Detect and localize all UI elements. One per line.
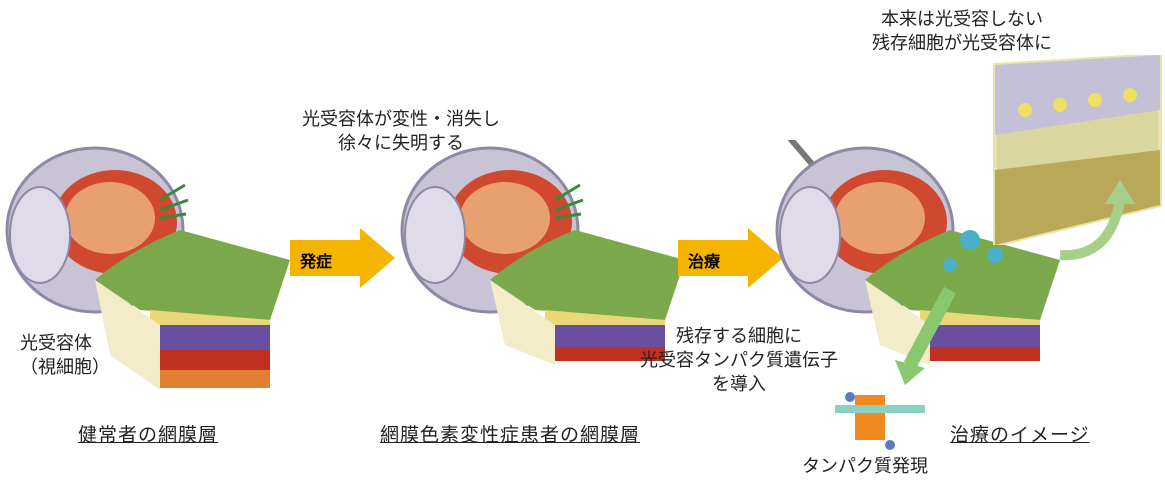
treatment-arrow — [678, 228, 783, 288]
treatment-caption: 治療のイメージ — [950, 424, 1090, 446]
onset-arrow — [290, 228, 395, 288]
photoreceptor-label-line1: 光受容体 — [20, 333, 92, 354]
rp-retina-caption: 網膜色素変性症患者の網膜層 — [380, 424, 641, 446]
photoreceptor-label-line2: （視細胞） — [20, 357, 110, 378]
gene-transfer-note: 残存する細胞に 光受容タンパク質遺伝子 を導入 — [640, 325, 838, 397]
healthy-eye-illustration — [0, 140, 290, 410]
inset-note-line2: 残存細胞が光受容体に — [872, 33, 1052, 54]
degeneration-note: 光受容体が変性・消失し 徐々に失明する — [302, 108, 500, 156]
gene-note-line2: 光受容タンパク質遺伝子 — [640, 350, 838, 371]
gene-note-line3: を導入 — [712, 374, 766, 395]
treatment-eye-illustration — [770, 140, 1060, 410]
protein-icon — [835, 392, 925, 450]
protein-expression-label: タンパク質発現 — [802, 456, 928, 477]
rp-eye-illustration — [395, 140, 685, 410]
healthy-retina-caption: 健常者の網膜層 — [78, 424, 219, 446]
degeneration-note-line2: 徐々に失明する — [338, 133, 464, 154]
conversion-ring-arrow — [1059, 180, 1135, 261]
inset-note: 本来は光受容しない 残存細胞が光受容体に — [872, 8, 1052, 56]
inset-note-line1: 本来は光受容しない — [881, 9, 1043, 30]
treatment-label: 治療 — [688, 252, 721, 271]
onset-label: 発症 — [300, 252, 333, 271]
degeneration-note-line1: 光受容体が変性・消失し — [302, 109, 500, 130]
gene-note-line1: 残存する細胞に — [676, 326, 802, 347]
photoreceptor-label: 光受容体 （視細胞） — [20, 332, 110, 380]
